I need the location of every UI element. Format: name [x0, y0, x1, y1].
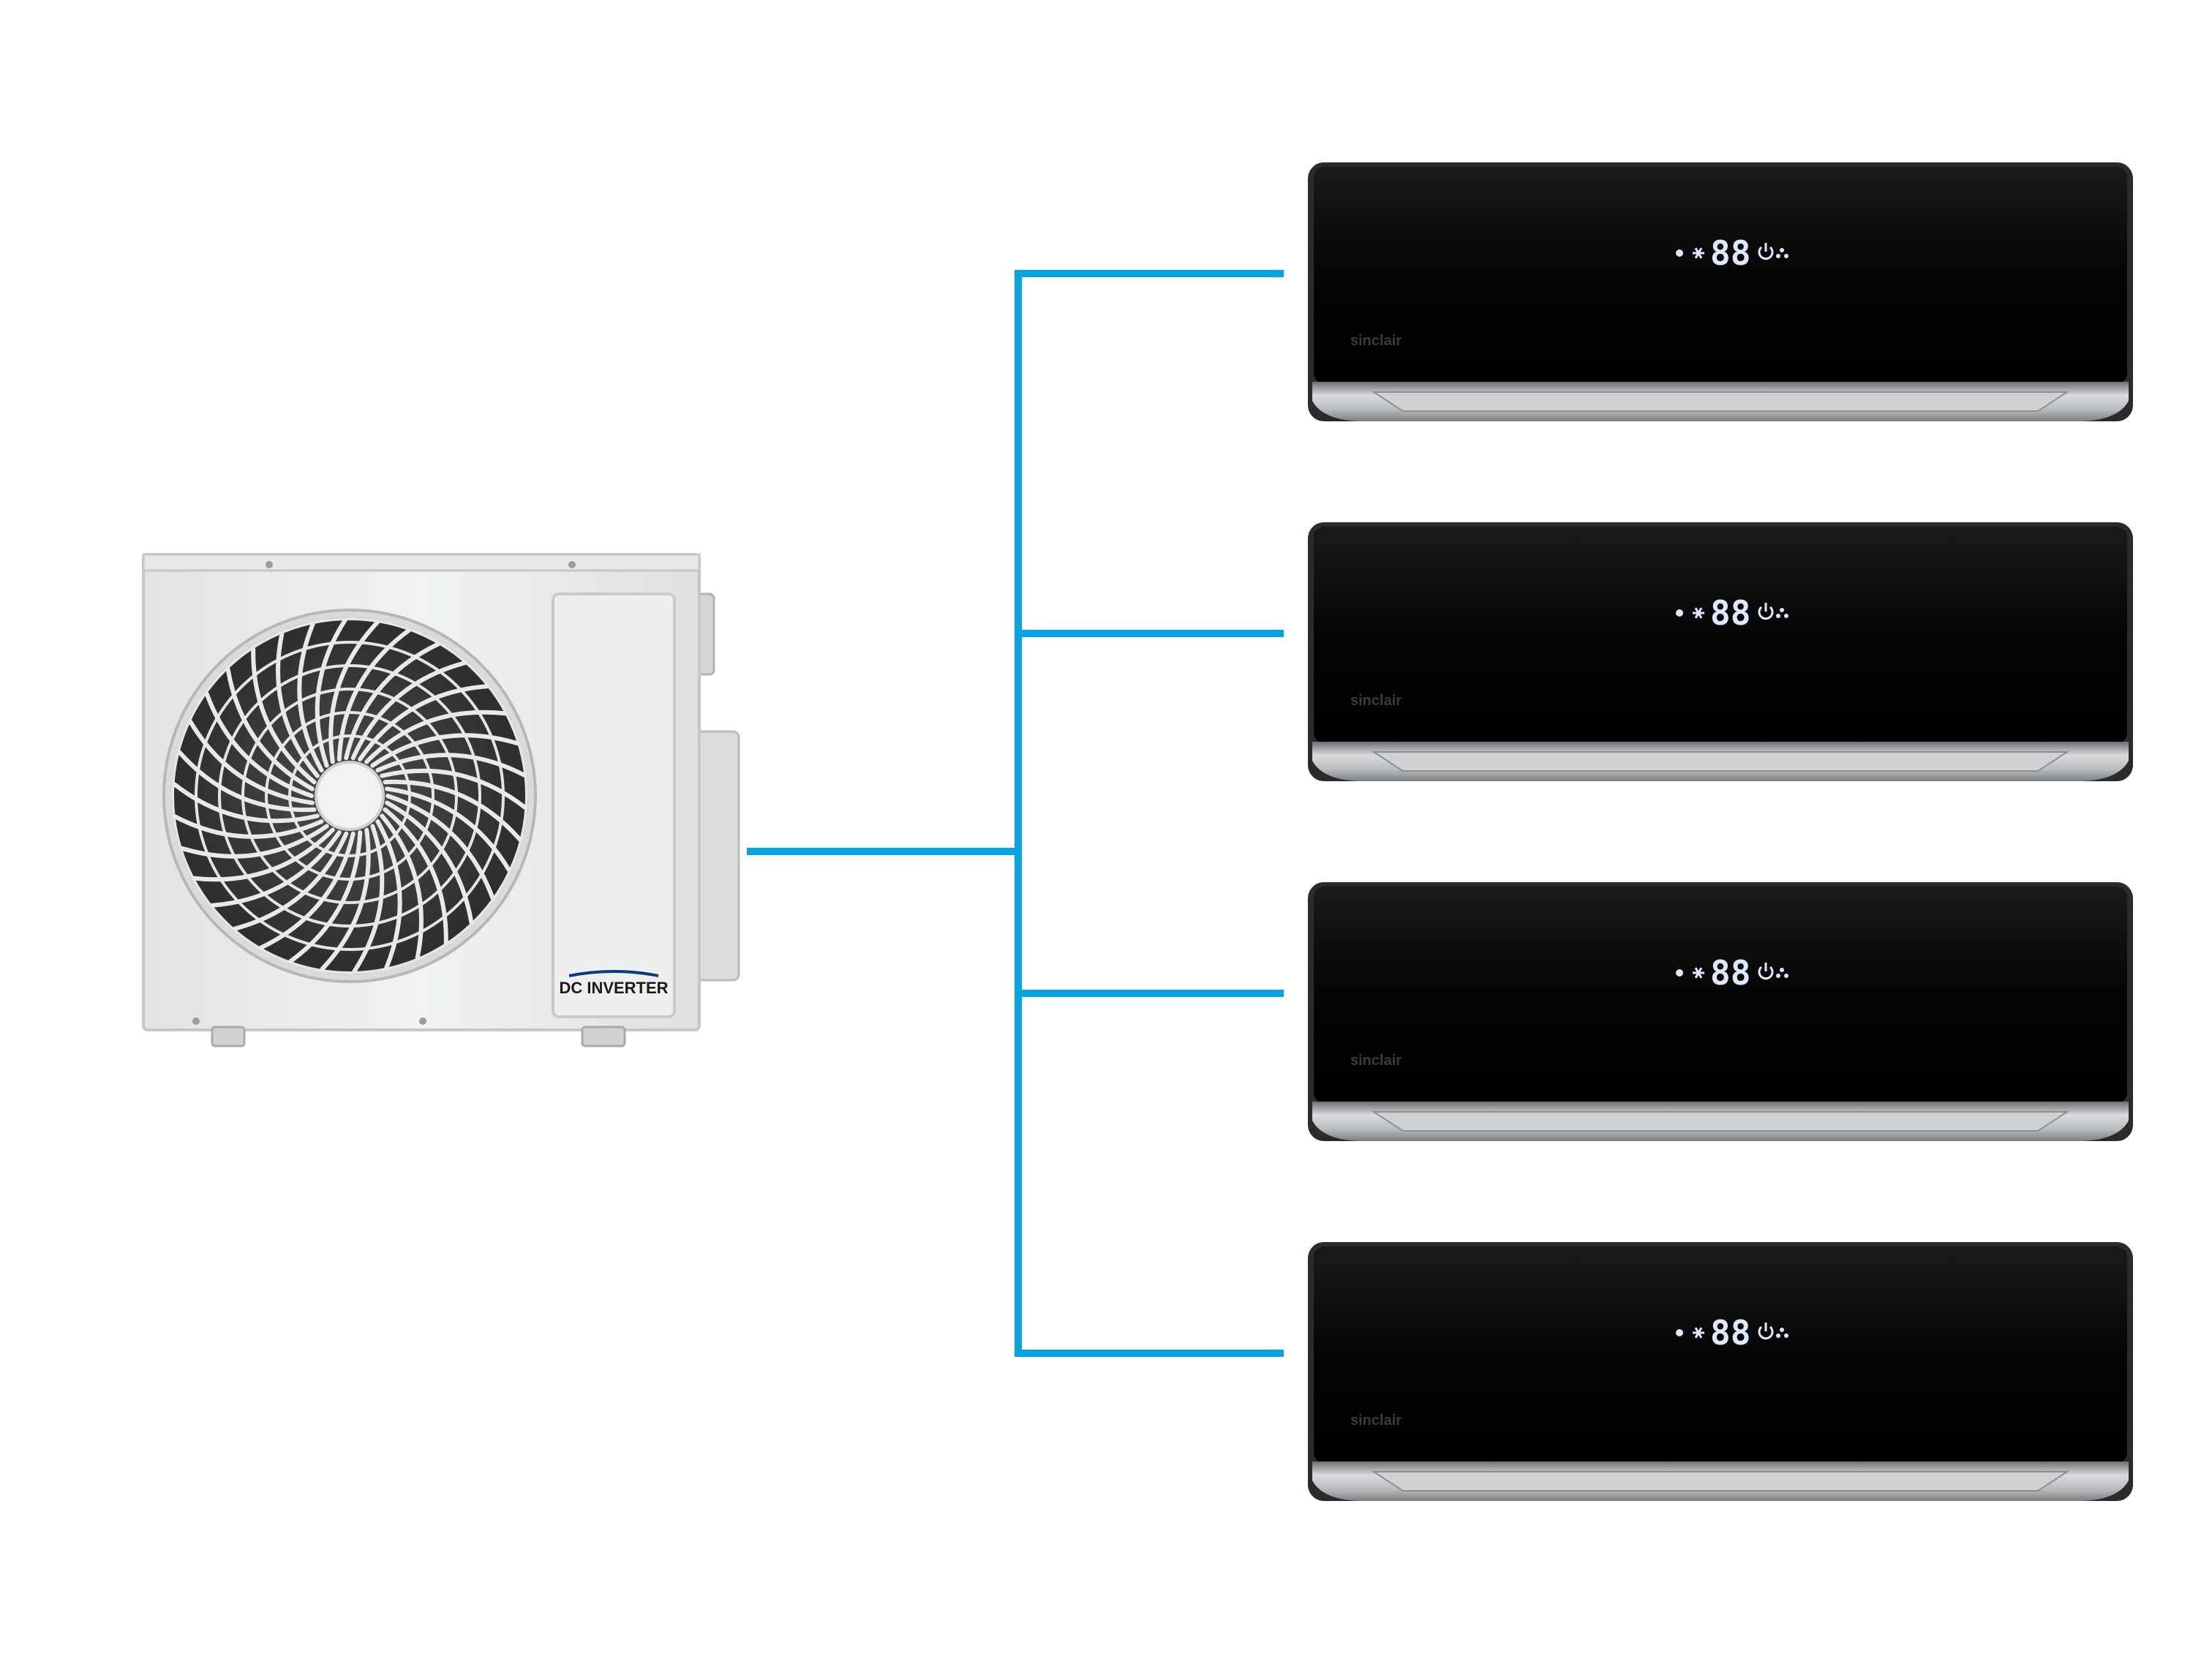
indoor-front-panel [1314, 887, 2127, 1103]
fan-spoke [297, 622, 324, 772]
fan-spoke [336, 628, 411, 761]
fan-spoke [375, 753, 527, 778]
fan-guard-ring [218, 664, 481, 928]
indoor-front-panel [1314, 527, 2127, 743]
fan-guard-ring [241, 688, 458, 904]
fan-spoke [385, 800, 474, 925]
fan-spoke [225, 667, 315, 791]
brand-logo: sinclair [1350, 1053, 1402, 1069]
fan-spoke [380, 768, 527, 810]
fan-spoke [350, 661, 467, 761]
indoor-front-panel [1314, 1246, 2127, 1463]
fan-mode-icon [1776, 248, 1788, 258]
fan-spoke [352, 824, 385, 974]
dot-icon [1676, 1329, 1683, 1336]
fan-spoke [383, 807, 448, 945]
fan-spoke [192, 827, 335, 882]
power-icon [1758, 603, 1774, 620]
brand-logo: sinclair [1350, 1412, 1402, 1429]
fan-spoke [180, 824, 329, 859]
outdoor-unit: DC INVERTER [142, 553, 740, 1047]
power-icon [1758, 963, 1774, 980]
indoor-louver [1371, 751, 2070, 772]
fan-spoke [204, 691, 314, 798]
snowflake-icon [1693, 607, 1704, 619]
fan-spoke [344, 642, 440, 761]
refrigerant-piping [747, 270, 1284, 1357]
fan-guard-ring [195, 641, 505, 951]
dot-icon [1676, 969, 1683, 977]
fan-spoke [328, 620, 380, 764]
screw-icon [266, 561, 273, 568]
indoor-louver [1371, 391, 2070, 412]
temperature-display: 88 [1710, 1313, 1750, 1353]
fan-grille-icon [162, 609, 537, 983]
fan-spoke [383, 779, 522, 842]
brand-logo: sinclair [1350, 693, 1402, 709]
temperature-display: 88 [1710, 233, 1750, 273]
screw-icon [419, 1017, 426, 1025]
outdoor-top-edge [142, 553, 701, 572]
outdoor-service-panel [552, 592, 676, 1018]
fan-spoke [188, 719, 315, 805]
brand-logo: sinclair [1350, 333, 1402, 349]
dc-inverter-badge: DC INVERTER [559, 970, 669, 997]
fan-spoke [315, 618, 347, 768]
fan-spoke [276, 631, 320, 778]
fan-spoke [375, 819, 402, 970]
outdoor-foot [211, 1026, 246, 1047]
fan-spoke [172, 782, 320, 824]
fan-spoke [288, 830, 363, 964]
fan-spoke [173, 814, 324, 839]
screw-icon [192, 1017, 200, 1025]
indoor-louver [1371, 1471, 2070, 1491]
dot-icon [1676, 249, 1683, 257]
fan-spoke [358, 684, 489, 761]
fan-spoke [177, 750, 317, 813]
fan-mode-icon [1776, 1328, 1788, 1338]
indoor-unit: 88 sinclair [1308, 522, 2133, 781]
indoor-unit: 88 sinclair [1308, 1242, 2133, 1501]
screw-icon [568, 561, 576, 568]
indoor-louver [1371, 1111, 2070, 1132]
fan-spoke [259, 831, 356, 950]
fan-spoke [251, 647, 317, 785]
fan-mode-icon [1776, 608, 1788, 618]
fan-guard-ring [171, 617, 528, 974]
snowflake-icon [1693, 1327, 1704, 1339]
indoor-unit: 88 sinclair [1308, 882, 2133, 1141]
indoor-front-panel [1314, 167, 2127, 383]
fan-spoke [385, 786, 511, 873]
fan-hub [315, 761, 385, 831]
fan-mode-icon [1776, 968, 1788, 978]
fan-spoke [364, 710, 507, 764]
fan-spoke [385, 794, 495, 900]
power-icon [1758, 243, 1774, 260]
indoor-units: 88 sinclair 88 sinclair 88 sinclair 88 sinclair [1308, 162, 2133, 1501]
outdoor-foot [581, 1026, 626, 1047]
fan-spoke [210, 830, 342, 908]
snowflake-icon [1693, 967, 1704, 979]
temperature-display: 88 [1710, 953, 1750, 993]
fan-spoke [320, 827, 371, 972]
dc-inverter-label: DC INVERTER [559, 979, 668, 997]
dot-icon [1676, 609, 1683, 617]
fan-spoke [370, 733, 519, 768]
fan-spoke [380, 813, 424, 960]
fan-guard-ring [288, 734, 411, 857]
power-icon [1758, 1323, 1774, 1340]
snowflake-icon [1693, 247, 1704, 259]
temperature-display: 88 [1710, 593, 1750, 633]
indoor-unit: 88 sinclair [1308, 162, 2133, 421]
fan-spoke [233, 831, 349, 931]
